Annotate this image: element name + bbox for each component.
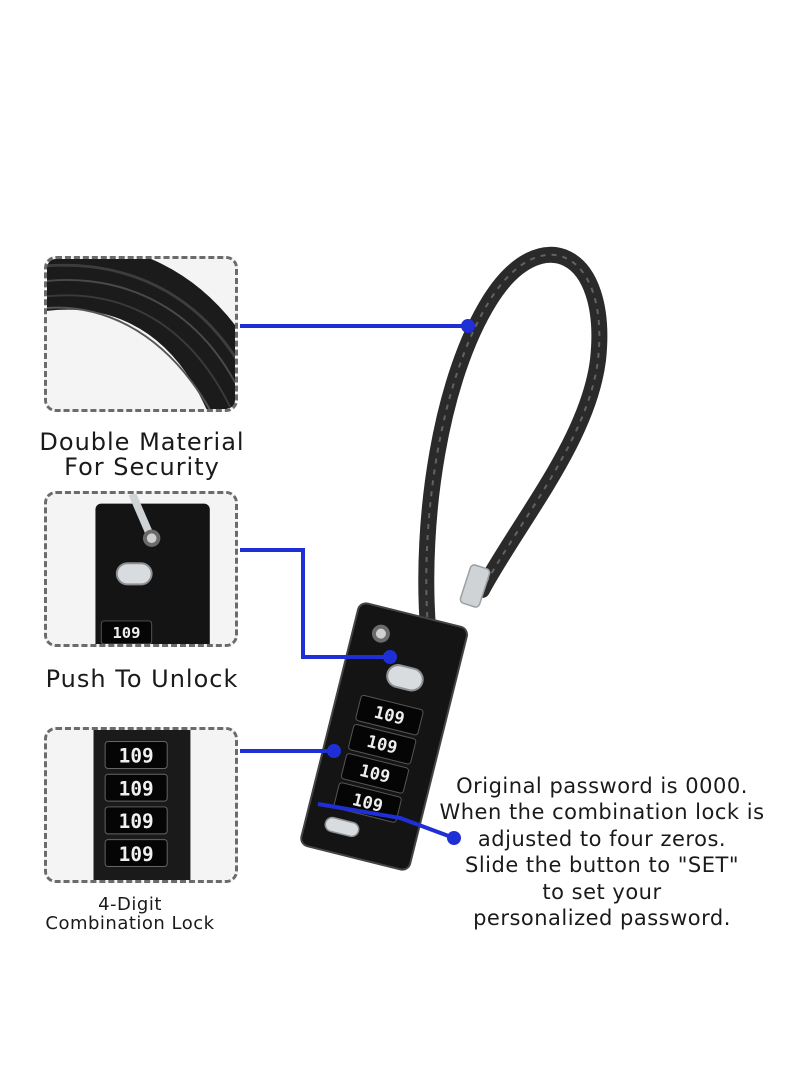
svg-text:109: 109 — [119, 843, 154, 866]
cable-loop — [418, 247, 608, 636]
svg-text:109: 109 — [112, 624, 140, 642]
connector-dot-slider — [447, 831, 461, 845]
svg-text:109: 109 — [119, 777, 154, 800]
cable-closeup-image — [47, 259, 235, 409]
lock-body: 109 109 109 109 — [300, 602, 469, 871]
connector-lines — [240, 324, 468, 840]
feature-label-security: Double Material For Security — [30, 428, 254, 482]
button-closeup-image: 109 — [47, 494, 235, 644]
cable-sleeve — [459, 564, 491, 608]
instruction-line: When the combination lock is — [439, 800, 765, 825]
callout-button-closeup: 109 — [44, 491, 238, 647]
instruction-line: Slide the button to "SET" — [464, 853, 739, 878]
dials-closeup-image: 109 109 109 109 — [47, 730, 235, 880]
connector-dot-cable — [461, 319, 475, 333]
feature-label-unlock: Push To Unlock — [45, 665, 239, 693]
connector-dot-button — [383, 650, 397, 664]
callout-dials-closeup: 109 109 109 109 — [44, 727, 238, 883]
svg-text:109: 109 — [119, 810, 154, 833]
combo-label-line1: 4-Digit — [98, 894, 162, 915]
feature-label-combination: 4-Digit Combination Lock — [30, 894, 230, 934]
security-label-line2: For Security — [64, 453, 220, 482]
instruction-line: to set your — [542, 879, 662, 904]
password-instructions: Original password is 0000. When the comb… — [432, 773, 772, 932]
security-label-line1: Double Material — [39, 428, 245, 456]
combo-label-line2: Combination Lock — [45, 912, 215, 934]
instruction-line: personalized password. — [473, 906, 731, 931]
instruction-line: adjusted to four zeros. — [477, 826, 727, 851]
dial-stack: 109 109 109 109 — [333, 694, 424, 823]
connector-dot-dials — [327, 744, 341, 758]
callout-cable-closeup — [44, 256, 238, 412]
set-slider — [324, 816, 360, 838]
svg-text:109: 109 — [119, 745, 154, 768]
push-button — [386, 664, 424, 692]
instruction-line: Original password is 0000. — [456, 774, 748, 798]
